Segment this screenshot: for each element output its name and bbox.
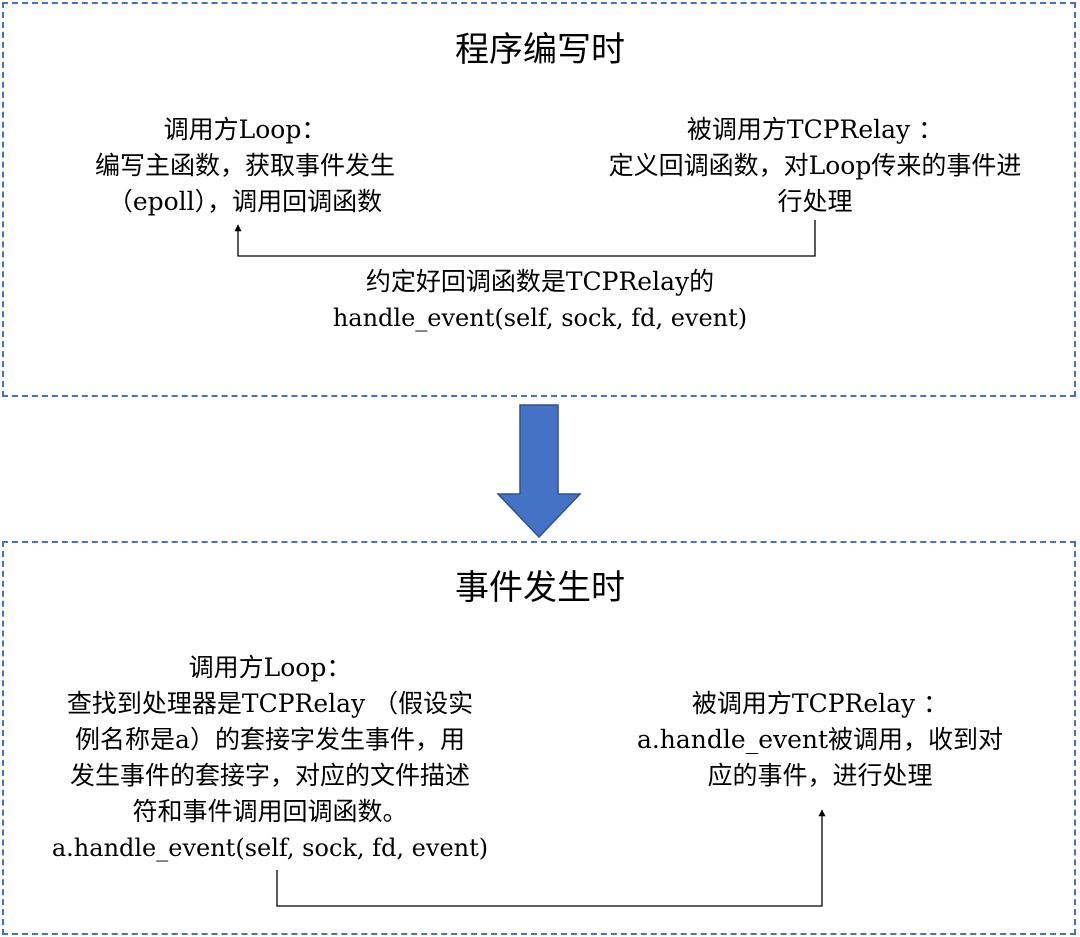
design-time-title: 程序编写时 (455, 30, 625, 70)
runtime-caller-line: 符和事件调用回调函数。 (132, 797, 408, 826)
runtime-panel (2, 541, 1076, 935)
runtime-caller-line: 查找到处理器是TCPRelay （假设实 (66, 689, 474, 718)
runtime-caller-block: 调用方Loop： 查找到处理器是TCPRelay （假设实 例名称是a）的套接字… (20, 650, 520, 866)
design-callee-line: 定义回调函数，对Loop传来的事件进 (608, 151, 1022, 180)
design-callback-connector (234, 220, 816, 257)
design-callee-heading: 被调用方TCPRelay ： (686, 115, 944, 144)
design-time-panel (2, 2, 1076, 397)
runtime-caller-line: 例名称是a）的套接字发生事件，用 (75, 725, 465, 754)
runtime-callee-block: 被调用方TCPRelay ： a.handle_event被调用，收到对 应的事… (570, 686, 1070, 794)
runtime-call-connector (276, 809, 826, 907)
runtime-callee-line: a.handle_event被调用，收到对 (636, 725, 1004, 754)
runtime-title: 事件发生时 (455, 568, 625, 608)
runtime-caller-code: a.handle_event(self, sock, fd, event) (51, 834, 489, 862)
runtime-callee-heading: 被调用方TCPRelay ： (691, 689, 949, 718)
design-caller-block: 调用方Loop： 编写主函数，获取事件发生 （epoll），调用回调函数 (40, 112, 450, 220)
runtime-caller-heading: 调用方Loop： (188, 653, 352, 682)
down-arrow-icon (496, 404, 582, 539)
agreement-signature: handle_event(self, sock, fd, event) (332, 304, 748, 332)
design-caller-line: 编写主函数，获取事件发生 (94, 151, 395, 180)
agreement-line: 约定好回调函数是TCPRelay的 (365, 267, 715, 296)
runtime-caller-line: 发生事件的套接字，对应的文件描述 (69, 761, 470, 790)
agreement-block: 约定好回调函数是TCPRelay的 handle_event(self, soc… (290, 264, 790, 336)
runtime-callee-line: 应的事件，进行处理 (707, 761, 933, 790)
design-caller-heading: 调用方Loop： (163, 115, 327, 144)
design-callee-line: 行处理 (777, 187, 853, 216)
design-callee-block: 被调用方TCPRelay ： 定义回调函数，对Loop传来的事件进 行处理 (565, 112, 1065, 220)
design-caller-line: （epoll），调用回调函数 (107, 187, 383, 216)
